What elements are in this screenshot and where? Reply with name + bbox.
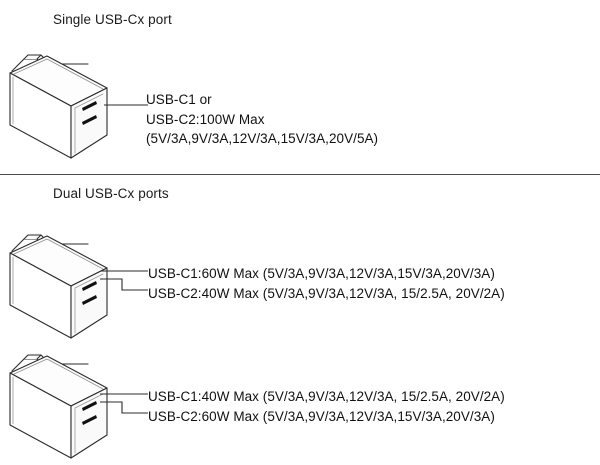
callout-dual-b: USB-C1:40W Max (5V/3A,9V/3A,12V/3A, 15/2… <box>148 387 505 426</box>
usb-c2-port-icon <box>82 295 97 305</box>
leader-line-c2 <box>100 401 148 414</box>
usb-c-port-group <box>82 101 97 125</box>
usb-c1-port-icon <box>82 401 97 411</box>
callout-line: (5V/3A,9V/3A,12V/3A,15V/3A,20V/5A) <box>146 131 379 146</box>
callout-line: USB-C2:40W Max (5V/3A,9V/3A,12V/3A, 15/2… <box>148 285 505 301</box>
section-divider <box>0 174 600 175</box>
section-heading-single: Single USB-Cx port <box>53 12 172 27</box>
charger-svg <box>9 54 108 159</box>
charger-svg <box>9 234 108 339</box>
callout-line: USB-C2:60W Max (5V/3A,9V/3A,12V/3A,15V/3… <box>148 408 495 424</box>
usb-c-port-group <box>82 281 97 305</box>
diagram-canvas: Single USB-Cx port <box>0 12 600 459</box>
section-heading-dual: Dual USB-Cx ports <box>53 186 169 201</box>
usb-c1-port-icon <box>82 101 97 111</box>
usb-c2-port-icon <box>82 415 97 425</box>
leader-lines-dual-a <box>100 264 152 303</box>
callout-line: USB-C1:60W Max (5V/3A,9V/3A,12V/3A,15V/3… <box>148 266 495 281</box>
callout-line: USB-C2:100W Max <box>146 111 265 127</box>
usb-c1-port-icon <box>82 281 97 291</box>
leader-line-c2 <box>100 278 148 291</box>
callout-dual-a: USB-C1:60W Max (5V/3A,9V/3A,12V/3A,15V/3… <box>148 264 505 303</box>
callout-line: USB-C1:40W Max (5V/3A,9V/3A,12V/3A, 15/2… <box>148 389 505 404</box>
charger-illustration-dual-a <box>2 228 120 345</box>
charger-illustration-single <box>2 48 120 165</box>
callout-line: USB-C1 or <box>146 92 212 107</box>
callout-single: USB-C1 or USB-C2:100W Max (5V/3A,9V/3A,1… <box>146 90 378 149</box>
charger-illustration-dual-b <box>2 348 120 465</box>
leader-lines-single <box>104 95 152 120</box>
leader-lines-dual-b <box>100 387 152 426</box>
usb-c-port-group <box>82 401 97 425</box>
usb-c2-port-icon <box>82 115 97 125</box>
charger-svg <box>9 354 108 459</box>
